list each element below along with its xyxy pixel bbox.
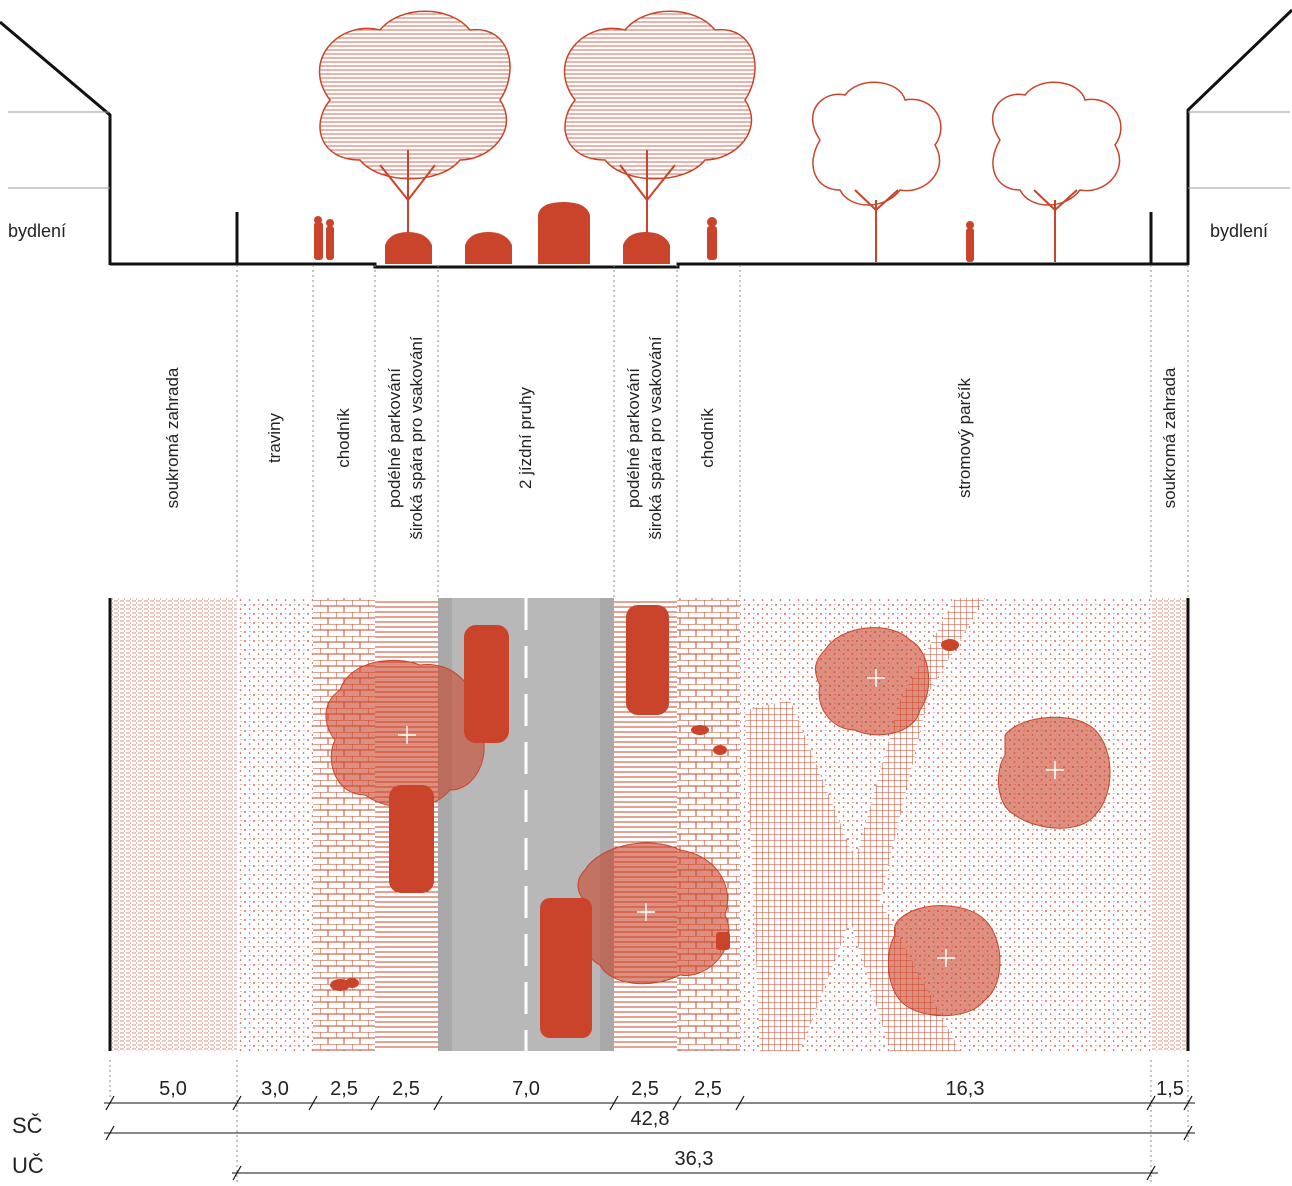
- tree-plan-2: [577, 842, 730, 985]
- cars-plan: [389, 605, 669, 1038]
- zone-label: stromový parčík: [954, 288, 976, 588]
- plan-sidewalk-right: [677, 598, 740, 1051]
- zone-name: stromový parčík: [955, 378, 974, 498]
- zone-separators: [109, 265, 1189, 1185]
- zone-label: chodník: [333, 288, 355, 588]
- uc-total: 36,3: [674, 1148, 714, 1170]
- right-building: [1186, 8, 1292, 265]
- zone-width-label: 2,5: [694, 1078, 722, 1100]
- section-elevation: bydlení bydlení: [0, 8, 1292, 269]
- zone-name: 2 jízdní pruhy: [516, 386, 535, 490]
- cars-elevation: [385, 202, 670, 264]
- plan-grass: [237, 598, 313, 1051]
- tree-plan-4: [997, 716, 1111, 829]
- zone-name: podélné parkování: [385, 368, 404, 508]
- ground-profile: [110, 262, 1188, 269]
- zone-name: podélné parkování: [624, 368, 643, 508]
- zone-name: chodník: [334, 408, 353, 468]
- zone-width-label: 7,0: [512, 1078, 540, 1100]
- zone-width-label: 2,5: [392, 1078, 420, 1100]
- left-building-label: bydlení: [8, 221, 66, 241]
- zone-label: soukromá zahrada: [1159, 288, 1181, 588]
- zone-name: soukromá zahrada: [163, 367, 182, 509]
- zone-label: soukromá zahrada: [162, 288, 184, 588]
- plan-view: [108, 598, 1190, 1051]
- zone-label: chodník: [697, 288, 719, 588]
- uc-label: UČ: [12, 1153, 44, 1178]
- zone-label: traviny: [264, 288, 286, 588]
- tree-plan-5: [887, 905, 1001, 1017]
- sc-label: SČ: [12, 1113, 43, 1138]
- tree-elevation-3: [812, 81, 942, 262]
- people-plan: [330, 639, 959, 991]
- tree-elevation-2: [563, 10, 756, 235]
- zone-width-label: 2,5: [631, 1078, 659, 1100]
- zone-name: soukromá zahrada: [1160, 367, 1179, 509]
- tree-plan-1: [325, 659, 485, 808]
- zone-label: 2 jízdní pruhy: [515, 288, 537, 588]
- tree-elevation-1: [318, 10, 511, 235]
- zone-width-label: 1,5: [1156, 1078, 1184, 1100]
- plan-garden-left: [110, 598, 237, 1051]
- people-elevation: [314, 216, 974, 262]
- zone-name: traviny: [265, 412, 284, 464]
- plan-garden-right: [1151, 598, 1188, 1051]
- zone-width-label: 2,5: [330, 1078, 358, 1100]
- dimension-lines: [104, 1095, 1195, 1181]
- left-building: [0, 20, 112, 265]
- park-paths: [745, 598, 985, 1051]
- zone-name: chodník: [698, 408, 717, 468]
- zone-width-label: 5,0: [159, 1078, 187, 1100]
- sc-total: 42,8: [630, 1108, 670, 1130]
- zone-width-label: 3,0: [261, 1078, 289, 1100]
- zone-width-label: 16,3: [945, 1078, 985, 1100]
- zone-name-line2: široká spára pro vsakování: [646, 336, 665, 540]
- tree-elevation-4: [992, 81, 1122, 262]
- zone-name-line2: široká spára pro vsakování: [407, 336, 426, 540]
- tree-plan-3: [814, 627, 930, 736]
- right-building-label: bydlení: [1210, 221, 1268, 241]
